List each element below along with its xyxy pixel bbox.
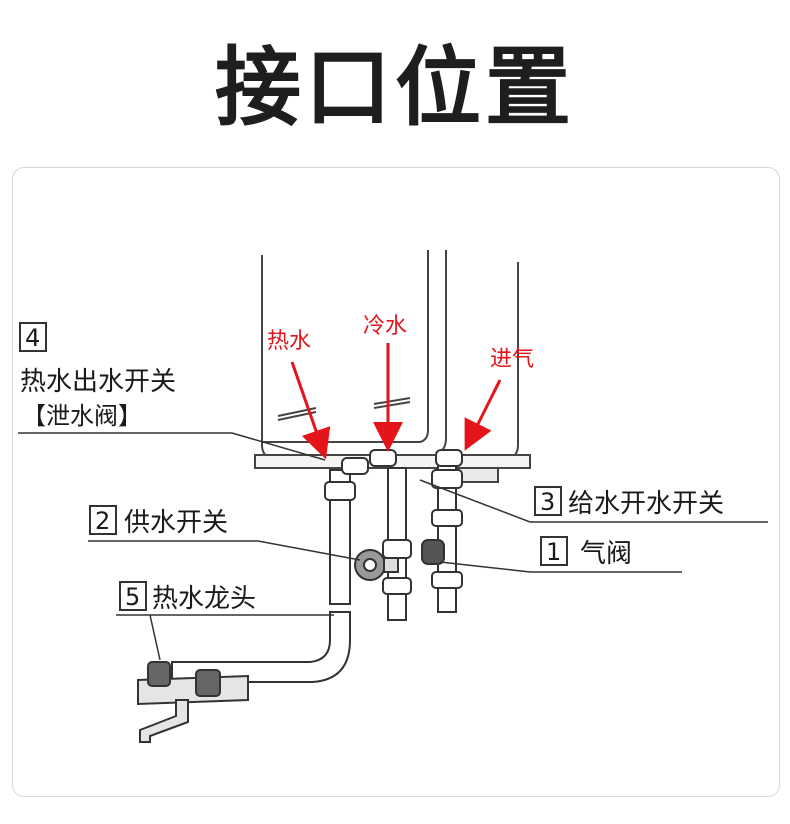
callout-4-text: 热水出水开关 [20, 367, 176, 397]
callout-3-number: 3 [540, 488, 555, 516]
callout-5-number: 5 [125, 583, 140, 611]
hot-water-arrow [290, 361, 331, 460]
leader-lines [18, 432, 768, 661]
cold-water-label: 冷水 [363, 314, 407, 339]
callout-1: 1 气阀 [540, 536, 632, 569]
gas-valve-icon [421, 539, 445, 565]
callout-4: 4 热水出水开关 【泄水阀】 [19, 322, 176, 430]
gas-inlet-arrow [464, 379, 502, 451]
callout-5: 5 热水龙头 [119, 581, 256, 614]
faucet-icon [137, 661, 249, 743]
callout-1-number: 1 [546, 538, 561, 566]
supply-valve-icon [354, 549, 399, 581]
callout-5-text: 热水龙头 [152, 584, 256, 614]
callout-4-subtext: 【泄水阀】 [22, 402, 142, 430]
water-heater-body [254, 250, 531, 483]
callout-4-number: 4 [25, 324, 40, 352]
callout-2: 2 供水开关 [89, 505, 228, 538]
flow-arrows [290, 343, 502, 460]
callout-2-text: 供水开关 [124, 508, 228, 538]
callout-3: 3 给水开水开关 [534, 486, 724, 519]
callout-1-text: 气阀 [580, 539, 632, 569]
page-title: 接口位置 [215, 38, 575, 138]
callout-2-number: 2 [95, 507, 110, 535]
hot-water-label: 热水 [267, 329, 311, 354]
pipes [171, 449, 463, 683]
gas-inlet-label: 进气 [490, 347, 534, 372]
callout-3-text: 给水开水开关 [568, 489, 724, 519]
